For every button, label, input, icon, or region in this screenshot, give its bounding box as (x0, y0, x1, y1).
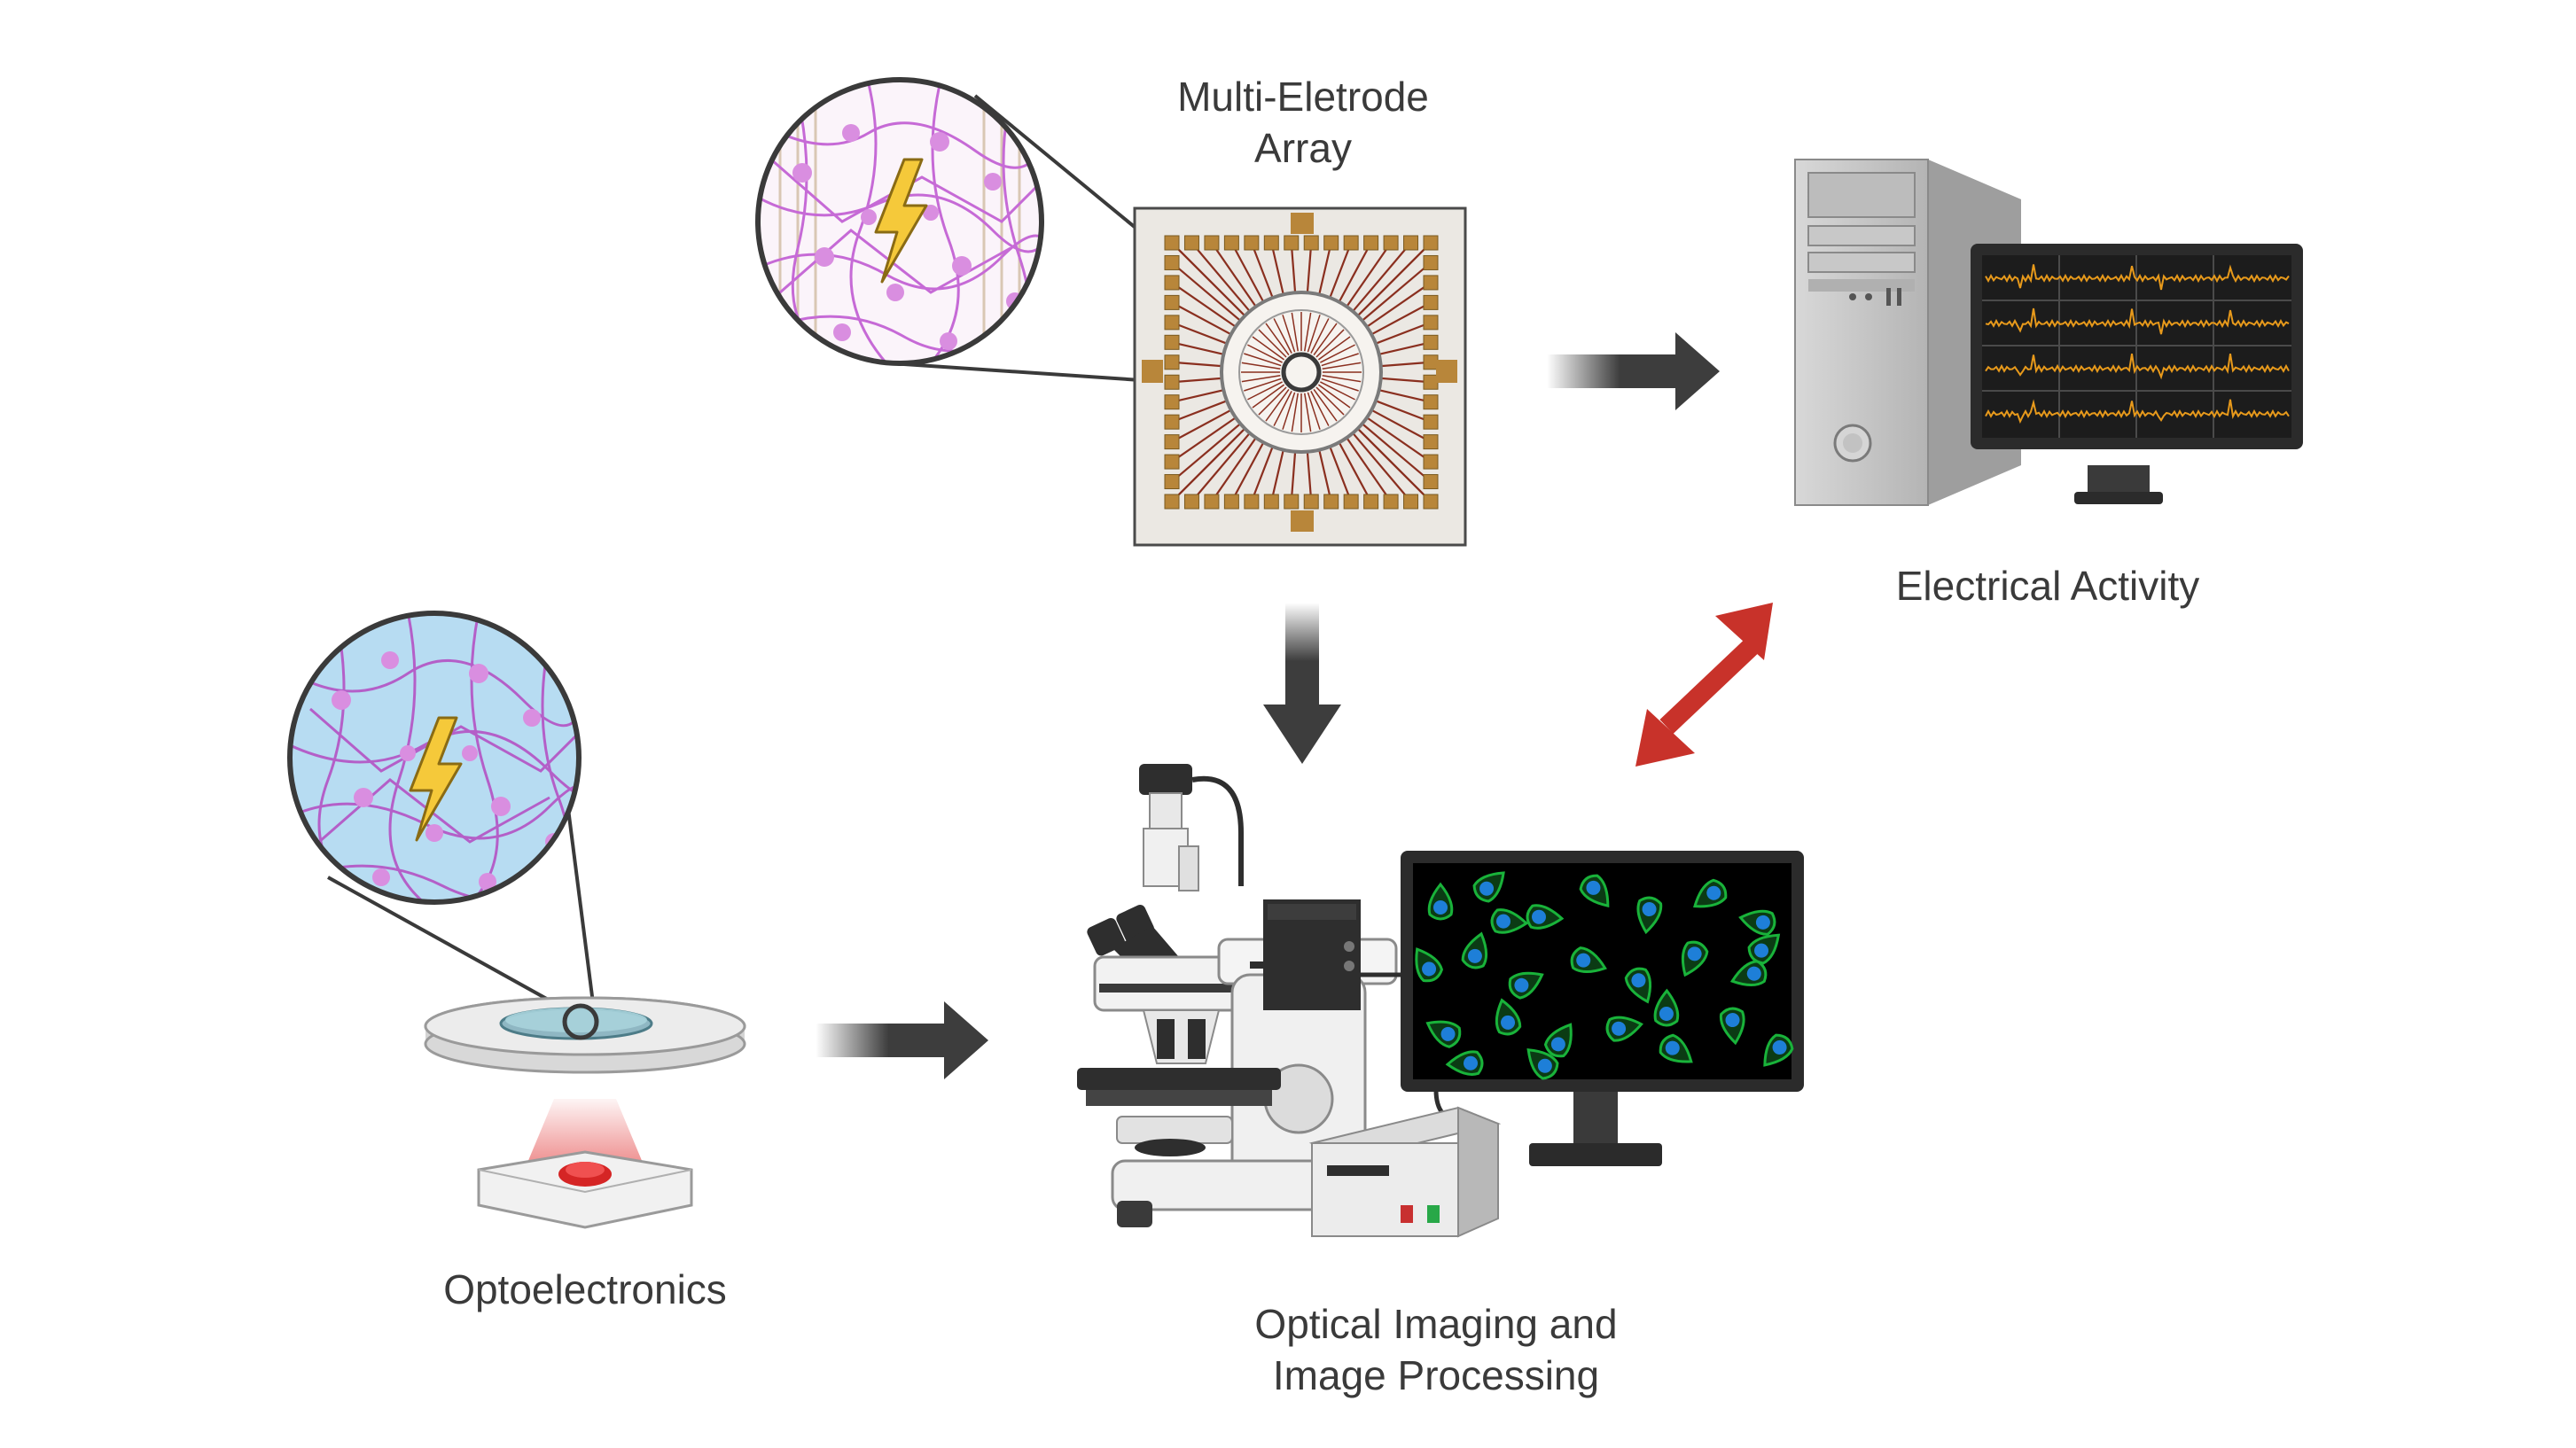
fluorescent-cell (1543, 1023, 1573, 1058)
light-source-box-icon (1308, 1106, 1502, 1238)
petri-dish-icon (424, 996, 746, 1205)
fluorescent-cell (1425, 1020, 1462, 1048)
fluorescent-cell (1579, 874, 1610, 907)
fluorescent-cell (1495, 998, 1522, 1036)
arrow-opto-to-microscope (816, 1001, 988, 1079)
fluorescent-cell (1653, 988, 1680, 1027)
fluorescent-cell (1738, 909, 1776, 936)
fluorescent-cell (1693, 878, 1728, 908)
opto-magnifier-circle (287, 611, 596, 1012)
arrow-mea-to-microscope (1263, 603, 1341, 764)
monitor-icon-electrical (1971, 244, 2303, 504)
mea-magnifier-circle (755, 77, 1318, 393)
fluorescent-cell (1605, 1016, 1643, 1042)
fluorescent-cell (1472, 871, 1505, 903)
fluorescent-cell (1427, 882, 1454, 921)
lightning-icon (874, 158, 928, 284)
fluorescent-cell (1624, 967, 1652, 1004)
fluorescent-cell (1719, 1007, 1745, 1046)
monitor-icon-fluorescence (1401, 851, 1804, 1166)
mea-label-line2: Array (1254, 125, 1352, 171)
fluorescent-cell (1681, 940, 1709, 977)
fluorescent-cell (1508, 971, 1544, 1000)
optical-imaging-line2: Image Processing (1272, 1352, 1600, 1398)
mea-chip-icon (1133, 206, 1467, 547)
fluorescent-cell (1659, 1033, 1693, 1063)
optoelectronics-label: Optoelectronics (443, 1266, 727, 1312)
lightning-icon (409, 716, 463, 842)
fluorescent-cell (1729, 960, 1768, 987)
fluorescent-cell (1526, 1048, 1559, 1080)
laser-stage-icon (477, 1150, 693, 1229)
optical-imaging-label: Optical Imaging and Image Processing (1170, 1298, 1702, 1401)
fluorescent-cell (1747, 933, 1781, 965)
fluorescent-cell (1570, 946, 1607, 974)
fluorescent-cell (1445, 1050, 1484, 1076)
fluorescent-cell (1763, 1033, 1794, 1067)
arrow-mea-to-computer (1547, 332, 1720, 410)
neuron-network-blue (290, 613, 579, 902)
electrical-activity-label: Electrical Activity (1895, 563, 2200, 609)
mea-label-line1: Multi-Eletrode (1177, 74, 1429, 120)
fluorescent-cell (1636, 896, 1663, 935)
fluorescent-cell (1490, 908, 1529, 934)
fluorescent-cell (1461, 931, 1488, 969)
mea-label: Multi-Eletrode Array (1126, 71, 1480, 174)
red-double-arrow (1635, 603, 1773, 767)
fluorescent-cell (1415, 947, 1444, 983)
optical-imaging-line1: Optical Imaging and (1254, 1301, 1618, 1347)
fluorescent-cell (1526, 904, 1565, 930)
